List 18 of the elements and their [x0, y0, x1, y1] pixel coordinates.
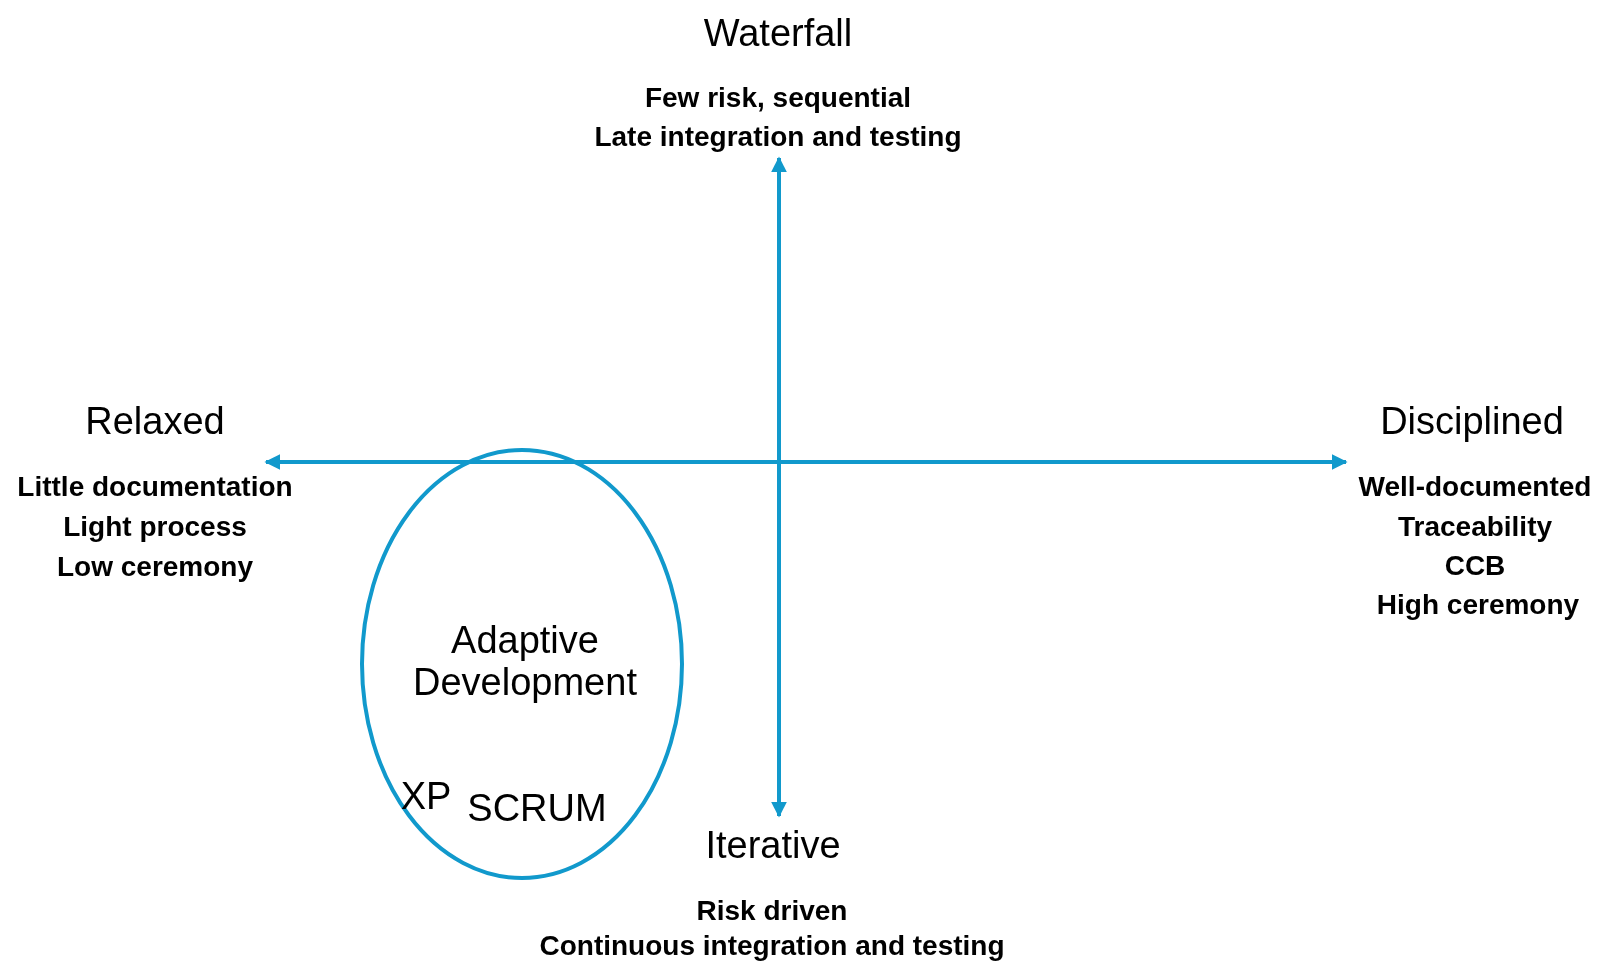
axis-title: Iterative [705, 825, 841, 867]
ellipse-text: XP [400, 776, 452, 818]
axis-description: Traceability [1397, 511, 1553, 543]
axis-description: Well-documented [1358, 471, 1592, 503]
axis-title: Disciplined [1380, 401, 1564, 443]
ellipse-text: SCRUM [467, 788, 607, 830]
axis-description: Late integration and testing [594, 121, 962, 153]
axis-description: Low ceremony [56, 551, 254, 583]
axis-description: High ceremony [1376, 589, 1580, 621]
axis-description: CCB [1444, 550, 1506, 582]
axis-title: Waterfall [703, 13, 853, 55]
axis-title: Relaxed [85, 401, 225, 443]
ellipse-title: Adaptive Development [412, 620, 638, 704]
axis-description: Few risk, sequential [644, 82, 912, 114]
axis-description: Light process [63, 511, 247, 543]
axis-description: Continuous integration and testing [539, 930, 1005, 962]
axis-description: Little documentation [17, 471, 293, 503]
axis-description: Risk driven [696, 895, 848, 927]
